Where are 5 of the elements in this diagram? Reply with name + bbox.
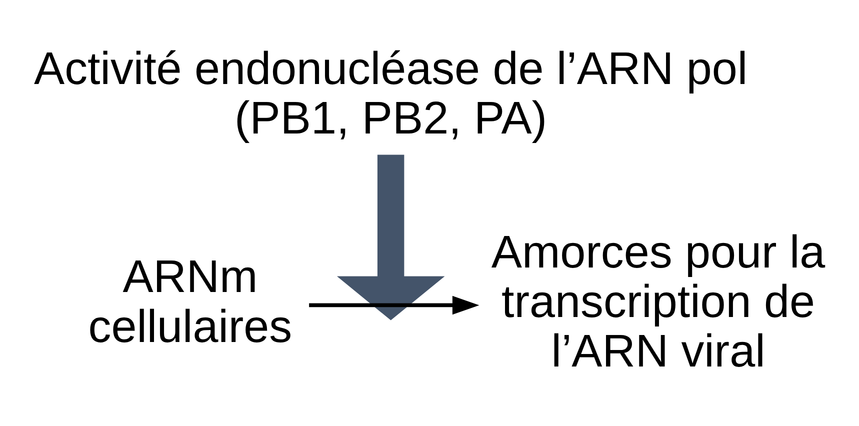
arrow xyxy=(336,154,445,320)
node-text: Activité endonucléase de l’ARN pol (PB1, PB2, PA) xyxy=(34,41,748,144)
node-text: Amorces pour la transcription de l’ARN viral xyxy=(491,224,826,376)
arrow xyxy=(309,295,480,314)
node-text: ARNm cellulaires xyxy=(88,250,292,352)
